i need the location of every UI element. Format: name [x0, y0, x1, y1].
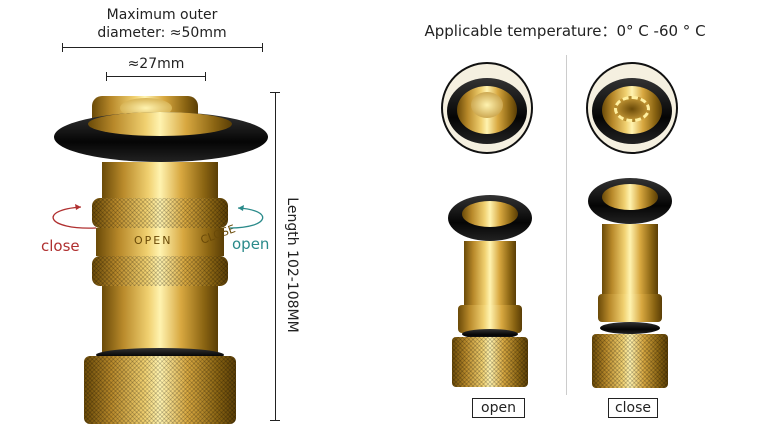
open-caption: open	[472, 398, 525, 418]
control-sleeve	[96, 228, 224, 256]
close-rotation-arrow-icon	[52, 204, 97, 229]
inner-diameter-dimension-line	[106, 76, 205, 77]
sleeve	[598, 294, 662, 322]
max-diameter-label: Maximum outer diameter: ≈50mm	[62, 6, 262, 42]
dimension-tick	[62, 43, 63, 52]
knurled-band-upper	[92, 198, 228, 228]
temperature-label: Applicable temperature：0° C -60 ° C	[424, 22, 706, 40]
max-diameter-dimension-line	[62, 47, 262, 48]
hose-coupling	[84, 356, 236, 424]
close-side-view-image	[580, 178, 680, 395]
dimension-tick	[205, 72, 206, 81]
open-direction-label: open	[232, 235, 270, 253]
coupling	[452, 337, 528, 387]
open-side-view-image	[440, 195, 540, 395]
divider	[566, 55, 567, 395]
open-rotation-arrow-icon	[229, 205, 264, 229]
close-direction-label: close	[41, 237, 80, 255]
close-top-view-image	[586, 62, 678, 154]
sleeve	[458, 305, 522, 333]
nozzle-product-image: OPEN CLOSE	[52, 90, 274, 430]
dimension-tick	[270, 420, 280, 421]
dimension-tick	[270, 92, 280, 93]
max-diameter-line2: diameter: ≈50mm	[97, 25, 227, 41]
knurled-band-lower	[92, 256, 228, 286]
barrel	[602, 224, 658, 294]
extended-tip	[471, 92, 503, 118]
barrel	[464, 241, 516, 305]
length-dimension-line	[275, 92, 276, 420]
dimension-tick	[262, 43, 263, 52]
o-ring	[600, 322, 660, 334]
close-caption: close	[608, 398, 658, 418]
nozzle-face	[602, 184, 658, 210]
o-ring	[462, 329, 518, 339]
nozzle-face	[462, 201, 518, 227]
length-label: Length 102-108MM	[284, 197, 300, 333]
engraving-open: OPEN	[134, 234, 173, 247]
nozzle-head-face	[88, 112, 232, 136]
max-diameter-line1: Maximum outer	[106, 7, 218, 23]
coupling	[592, 334, 668, 388]
dimension-tick	[106, 72, 107, 81]
open-top-view-image	[441, 62, 533, 154]
retracted-tip	[614, 96, 650, 122]
inner-diameter-label: ≈27mm	[127, 56, 185, 72]
